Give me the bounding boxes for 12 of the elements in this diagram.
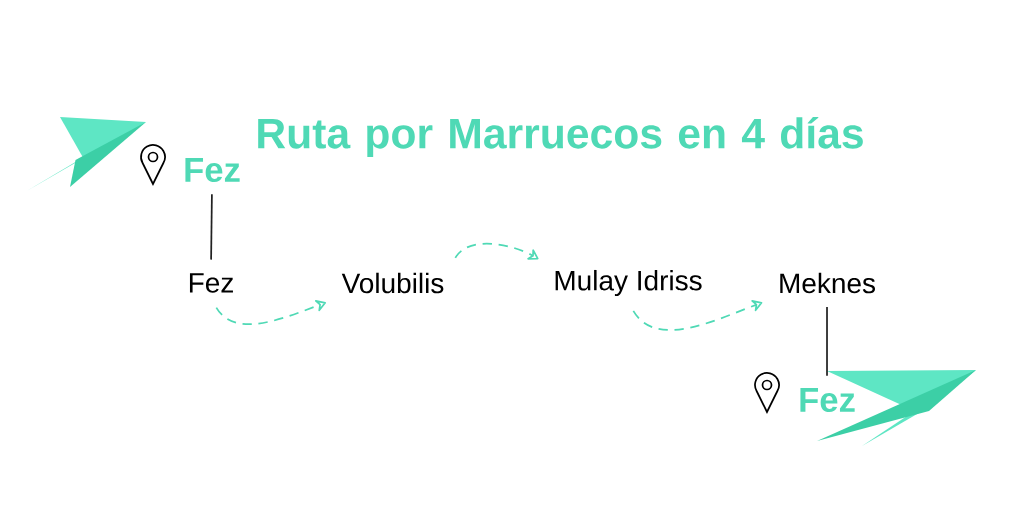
- city-label: Meknes: [780, 272, 875, 294]
- dashed-arrow: [215, 300, 327, 325]
- location-label: Fez: [185, 157, 240, 183]
- city-label: Volubilis: [341, 272, 444, 294]
- dashed-arrow: [454, 242, 539, 260]
- city-label: Mulay Idriss: [555, 269, 702, 297]
- city-label: Fez: [189, 273, 233, 293]
- dashed-arrow: [632, 300, 763, 331]
- connector-line: [210, 193, 213, 261]
- title-text: Ruta por Marruecos en 4 días: [258, 116, 863, 158]
- connector-line: [826, 306, 828, 377]
- location-label: Fez: [800, 387, 855, 413]
